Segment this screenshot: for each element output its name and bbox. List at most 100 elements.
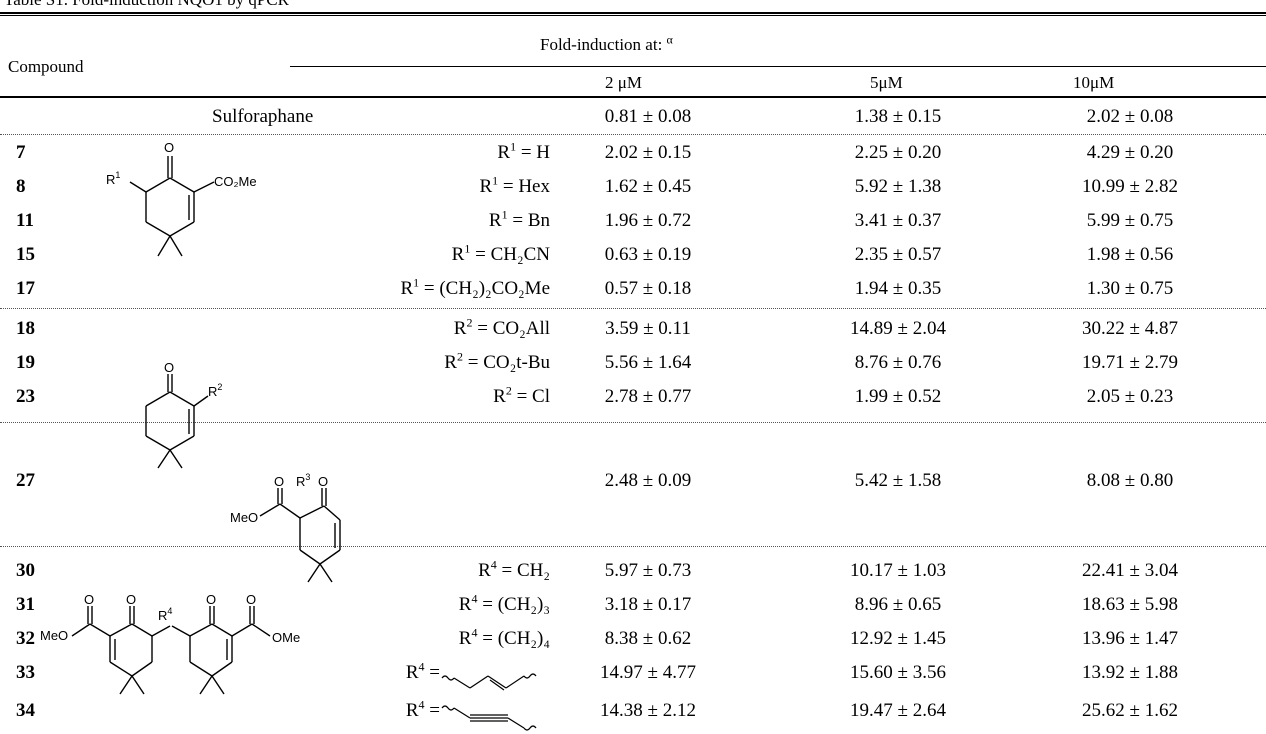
substituent-label: R4 =: [180, 661, 440, 684]
group-separator: [0, 308, 1266, 309]
substituent-sup: 4: [418, 697, 425, 712]
fold-value: 2.25 ± 0.20: [854, 142, 942, 163]
substituent-sup: 1: [501, 207, 508, 222]
substituent-sup: 1: [492, 173, 499, 188]
header-compound: Compound: [8, 57, 84, 76]
fold-value: 25.62 ± 1.62: [1082, 700, 1178, 721]
fold-value: 12.92 ± 1.45: [850, 628, 946, 649]
substituent-rest: =: [424, 662, 440, 683]
s4-r-label: R4: [158, 606, 172, 623]
fold-value: 2.78 ± 0.77: [604, 386, 692, 407]
substituent-var: R: [458, 628, 472, 649]
substituent-var: R: [488, 210, 502, 231]
fold-value: 2.02 ± 0.15: [604, 142, 692, 163]
compound-number: 8: [16, 176, 26, 197]
substituent-sup: 1: [413, 275, 420, 290]
fold-value: 1.98 ± 0.56: [1086, 244, 1174, 265]
compound-number: 11: [16, 210, 34, 231]
fold-value: 2.48 ± 0.09: [604, 470, 692, 491]
substituent-sup: 4: [471, 591, 478, 606]
header-bottom-rule: [0, 96, 1266, 98]
fold-value: 5.42 ± 1.58: [854, 470, 942, 491]
substituent-label: R1 = Hex: [290, 173, 550, 198]
substituent-rest: = Bn: [507, 210, 550, 231]
substituent-label: R4 = (CH₂)₄: [290, 627, 550, 650]
substituent-label: R2 = CO₂All: [290, 315, 550, 340]
substituent-label: R2 = Cl: [290, 383, 550, 408]
fold-value: 8.96 ± 0.65: [854, 594, 942, 615]
group-separator: [0, 134, 1266, 135]
fold-value: 13.96 ± 1.47: [1082, 628, 1178, 649]
r4-butynyl-drawing: [441, 705, 537, 731]
substituent-label: R1 = (CH₂)₂CO₂Me: [290, 275, 550, 300]
substituent-rest: = (CH₂)₄: [477, 628, 550, 649]
header-rule: [290, 66, 1266, 67]
fold-value: 2.35 ± 0.57: [854, 244, 942, 265]
substituent-label: R4 = (CH₂)₃: [290, 591, 550, 616]
fold-value: 30.22 ± 4.87: [1082, 318, 1178, 339]
fold-value: 13.92 ± 1.88: [1082, 662, 1178, 683]
fold-value: 5.97 ± 0.73: [604, 560, 692, 581]
substituent-sup: 2: [466, 315, 473, 330]
s4-meo-label: MeO: [40, 628, 68, 643]
substituent-sup: 2: [505, 383, 512, 398]
substituent-sup: 1: [464, 241, 471, 256]
reference-value-5: 1.38 ± 0.15: [854, 106, 942, 127]
fold-value: 8.38 ± 0.62: [604, 628, 692, 649]
substituent-rest: = Hex: [498, 176, 550, 197]
substituent-var: R: [453, 318, 467, 339]
substituent-sup: 1: [510, 139, 517, 154]
substituent-label: R4 = CH₂: [290, 559, 550, 582]
fold-value: 1.30 ± 0.75: [1086, 278, 1174, 299]
compound-number: 7: [16, 142, 26, 163]
fold-value: 5.92 ± 1.38: [854, 176, 942, 197]
fold-value: 14.38 ± 2.12: [600, 700, 696, 721]
s3-meo-label: MeO: [230, 510, 258, 525]
header-conc-5: 5μM: [870, 73, 903, 92]
fold-value: 1.62 ± 0.45: [604, 176, 692, 197]
compound-number: 31: [16, 594, 35, 615]
header-fold-label: Fold-induction at:: [540, 35, 663, 54]
compound-number: 33: [16, 662, 35, 683]
reference-value-10: 2.02 ± 0.08: [1086, 106, 1174, 127]
compound-number: 18: [16, 318, 35, 339]
structure-4: O O O O MeO OMe R4: [40, 592, 300, 695]
s4-o-label-2: O: [126, 592, 136, 607]
compound-number: 34: [16, 700, 35, 721]
fold-value: 10.99 ± 2.82: [1082, 176, 1178, 197]
fold-value: 0.57 ± 0.18: [604, 278, 692, 299]
substituent-var: R: [479, 176, 493, 197]
fold-value: 1.99 ± 0.52: [854, 386, 942, 407]
s3-r-label: R3: [296, 472, 310, 489]
structure-1: O CO₂Me R1: [106, 140, 257, 257]
s4-o-label-3: O: [206, 592, 216, 607]
substituent-rest: = H: [516, 142, 550, 163]
reference-value-2: 0.81 ± 0.08: [604, 106, 692, 127]
fold-value: 0.63 ± 0.19: [604, 244, 692, 265]
compound-number: 15: [16, 244, 35, 265]
group-separator: [0, 422, 1266, 423]
substituent-var: R: [400, 278, 414, 299]
fold-value: 10.17 ± 1.03: [850, 560, 946, 581]
table-caption: Table S1. Fold-induction NQO1 by qPCR: [4, 0, 289, 10]
top-rule-2: [0, 15, 1266, 16]
fold-value: 4.29 ± 0.20: [1086, 142, 1174, 163]
fold-value: 14.97 ± 4.77: [600, 662, 696, 683]
structure-2: O R2: [145, 360, 222, 469]
fold-value: 1.96 ± 0.72: [604, 210, 692, 231]
s1-o-label: O: [164, 140, 174, 155]
substituent-rest: = Cl: [511, 386, 550, 407]
substituent-label: R4 =: [180, 697, 440, 722]
compound-number: 19: [16, 352, 35, 373]
fold-value: 19.47 ± 2.64: [850, 700, 946, 721]
substituent-rest: =: [424, 700, 440, 721]
s4-o-label-4: O: [246, 592, 256, 607]
reference-name: Sulforaphane: [212, 106, 314, 127]
s2-r-label: R2: [208, 382, 222, 399]
fold-value: 1.94 ± 0.35: [854, 278, 942, 299]
compound-number: 27: [16, 470, 35, 491]
substituent-label: R1 = CH₂CN: [290, 241, 550, 266]
fold-value: 18.63 ± 5.98: [1082, 594, 1178, 615]
fold-value: 22.41 ± 3.04: [1082, 560, 1178, 581]
substituent-rest: = CO₂t-Bu: [462, 352, 550, 373]
